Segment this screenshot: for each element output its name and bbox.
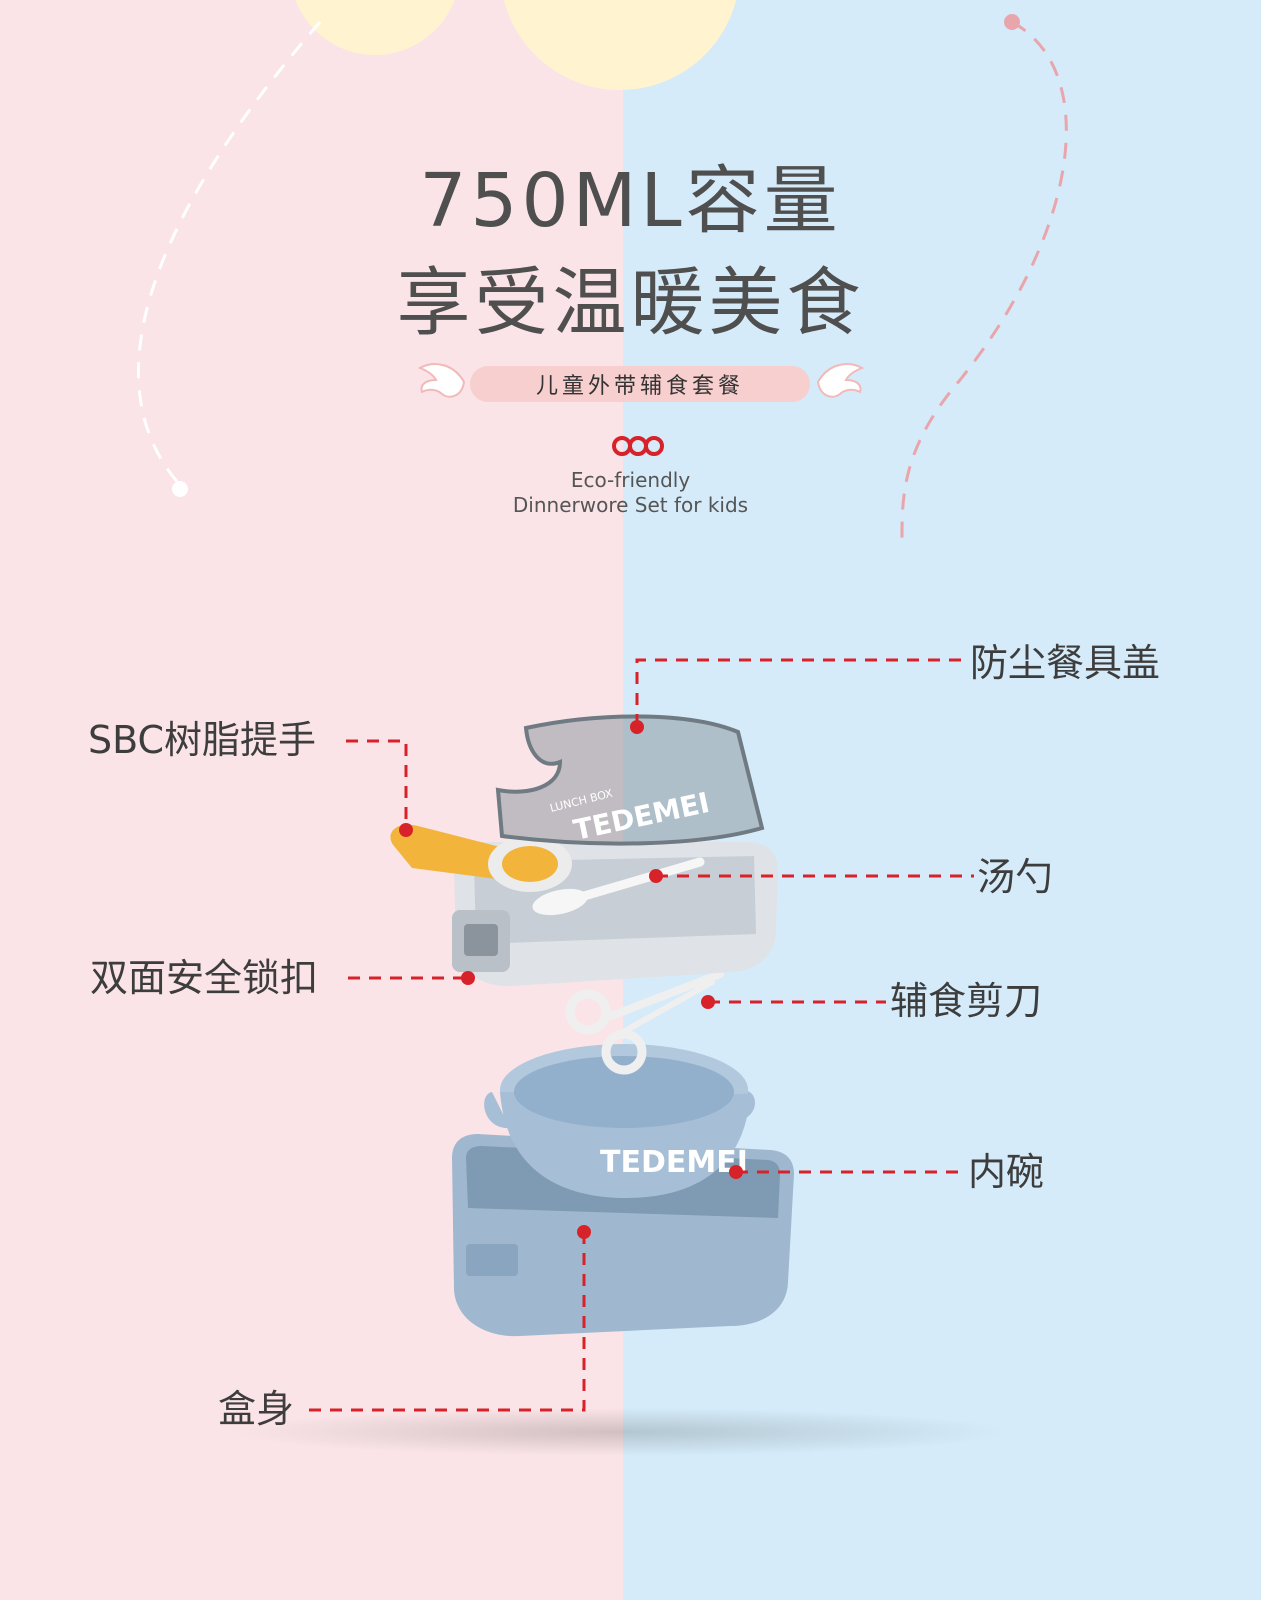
label-double-lock: 双面安全锁扣 [90,956,319,1000]
soup-spoon [532,857,705,916]
angel-wing-right-icon [816,363,865,398]
label-box-body: 盒身 [218,1387,295,1431]
label-food-scissors: 辅食剪刀 [890,979,1043,1023]
dot-dust-cover [630,720,644,734]
label-sbc-handle: SBC树脂提手 [88,718,317,762]
dust-cover: LUNCH BOX TEDEMEI [495,714,765,847]
dot-sbc-handle [399,823,413,837]
dot-double-lock [461,971,475,985]
tagline-pill: 儿童外带辅食套餐 [470,366,810,402]
dot-inner-bowl [729,1165,743,1179]
callout-dust-cover [635,658,966,726]
label-spoon: 汤勺 [977,855,1054,899]
food-scissors [565,970,724,1075]
angel-wing-left-icon [417,363,466,398]
dot-spoon [649,869,663,883]
brand-logo-icon [612,436,664,456]
label-dust-cover: 防尘餐具盖 [970,641,1161,685]
dot-food-scissors [701,995,715,1009]
dot-box-body [577,1225,591,1239]
label-inner-bowl: 内碗 [968,1150,1045,1194]
callout-dots [399,720,743,1239]
inner-bowl: TEDEMEI [484,1044,755,1198]
callout-box-body [304,1232,586,1412]
dinnerware-set-line: Dinnerwore Set for kids [512,493,749,517]
callout-sbc-handle [346,739,408,830]
headline-capacity: 750ML容量 [419,158,842,244]
callout-lines [304,658,974,1412]
eco-friendly-line: Eco-friendly [570,468,691,492]
sbc-handle [390,824,572,892]
headline-warm-food: 享受温暖美食 [396,260,865,346]
floor-shadow [230,1408,1010,1456]
bowl-brand-print: TEDEMEI [600,1145,748,1180]
